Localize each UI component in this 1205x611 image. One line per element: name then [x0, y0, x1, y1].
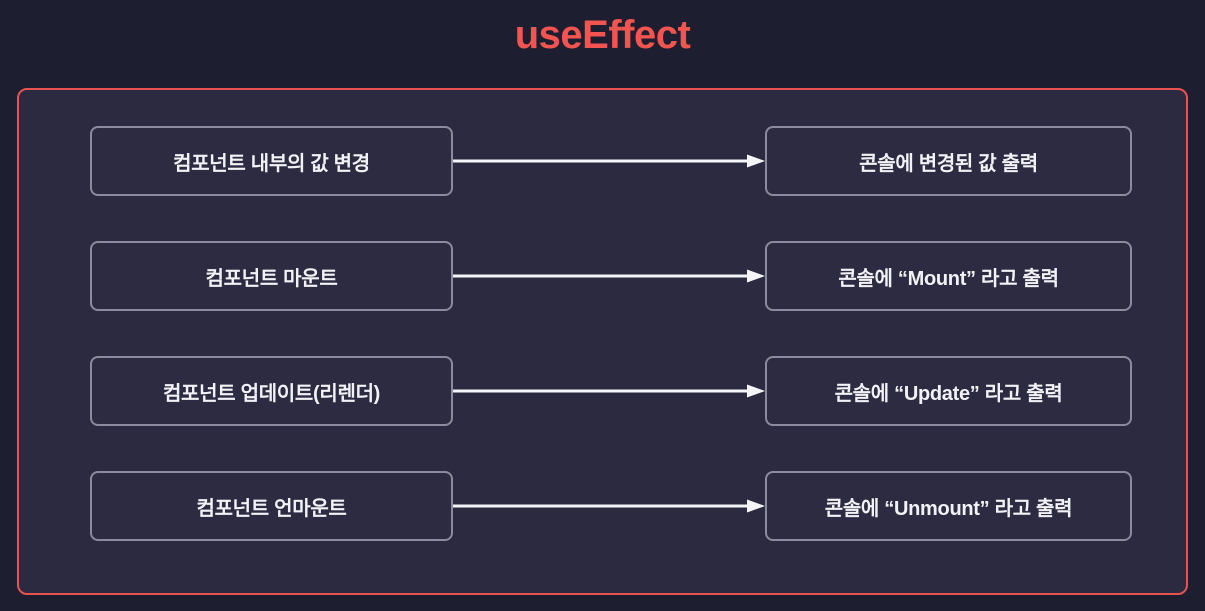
arrow-right-icon [453, 154, 765, 168]
page-title: useEffect [514, 13, 691, 57]
arrow-right-icon [453, 269, 765, 283]
effect-box: 콘솔에 “Mount” 라고 출력 [765, 241, 1132, 311]
flow-row: 컴포넌트 마운트 콘솔에 “Mount” 라고 출력 [19, 241, 1190, 311]
flow-row: 컴포넌트 언마운트 콘솔에 “Unmount” 라고 출력 [19, 471, 1190, 541]
arrow-right-icon [453, 499, 765, 513]
arrow-right-icon [453, 384, 765, 398]
trigger-box: 컴포넌트 마운트 [90, 241, 453, 311]
flow-row: 컴포넌트 내부의 값 변경 콘솔에 변경된 값 출력 [19, 126, 1190, 196]
effect-box: 콘솔에 “Update” 라고 출력 [765, 356, 1132, 426]
diagram-panel: 컴포넌트 내부의 값 변경 콘솔에 변경된 값 출력 컴포넌트 마운트 콘솔에 … [17, 88, 1188, 595]
effect-box: 콘솔에 “Unmount” 라고 출력 [765, 471, 1132, 541]
flow-row: 컴포넌트 업데이트(리렌더) 콘솔에 “Update” 라고 출력 [19, 356, 1190, 426]
trigger-box: 컴포넌트 내부의 값 변경 [90, 126, 453, 196]
trigger-box: 컴포넌트 언마운트 [90, 471, 453, 541]
effect-box: 콘솔에 변경된 값 출력 [765, 126, 1132, 196]
trigger-box: 컴포넌트 업데이트(리렌더) [90, 356, 453, 426]
